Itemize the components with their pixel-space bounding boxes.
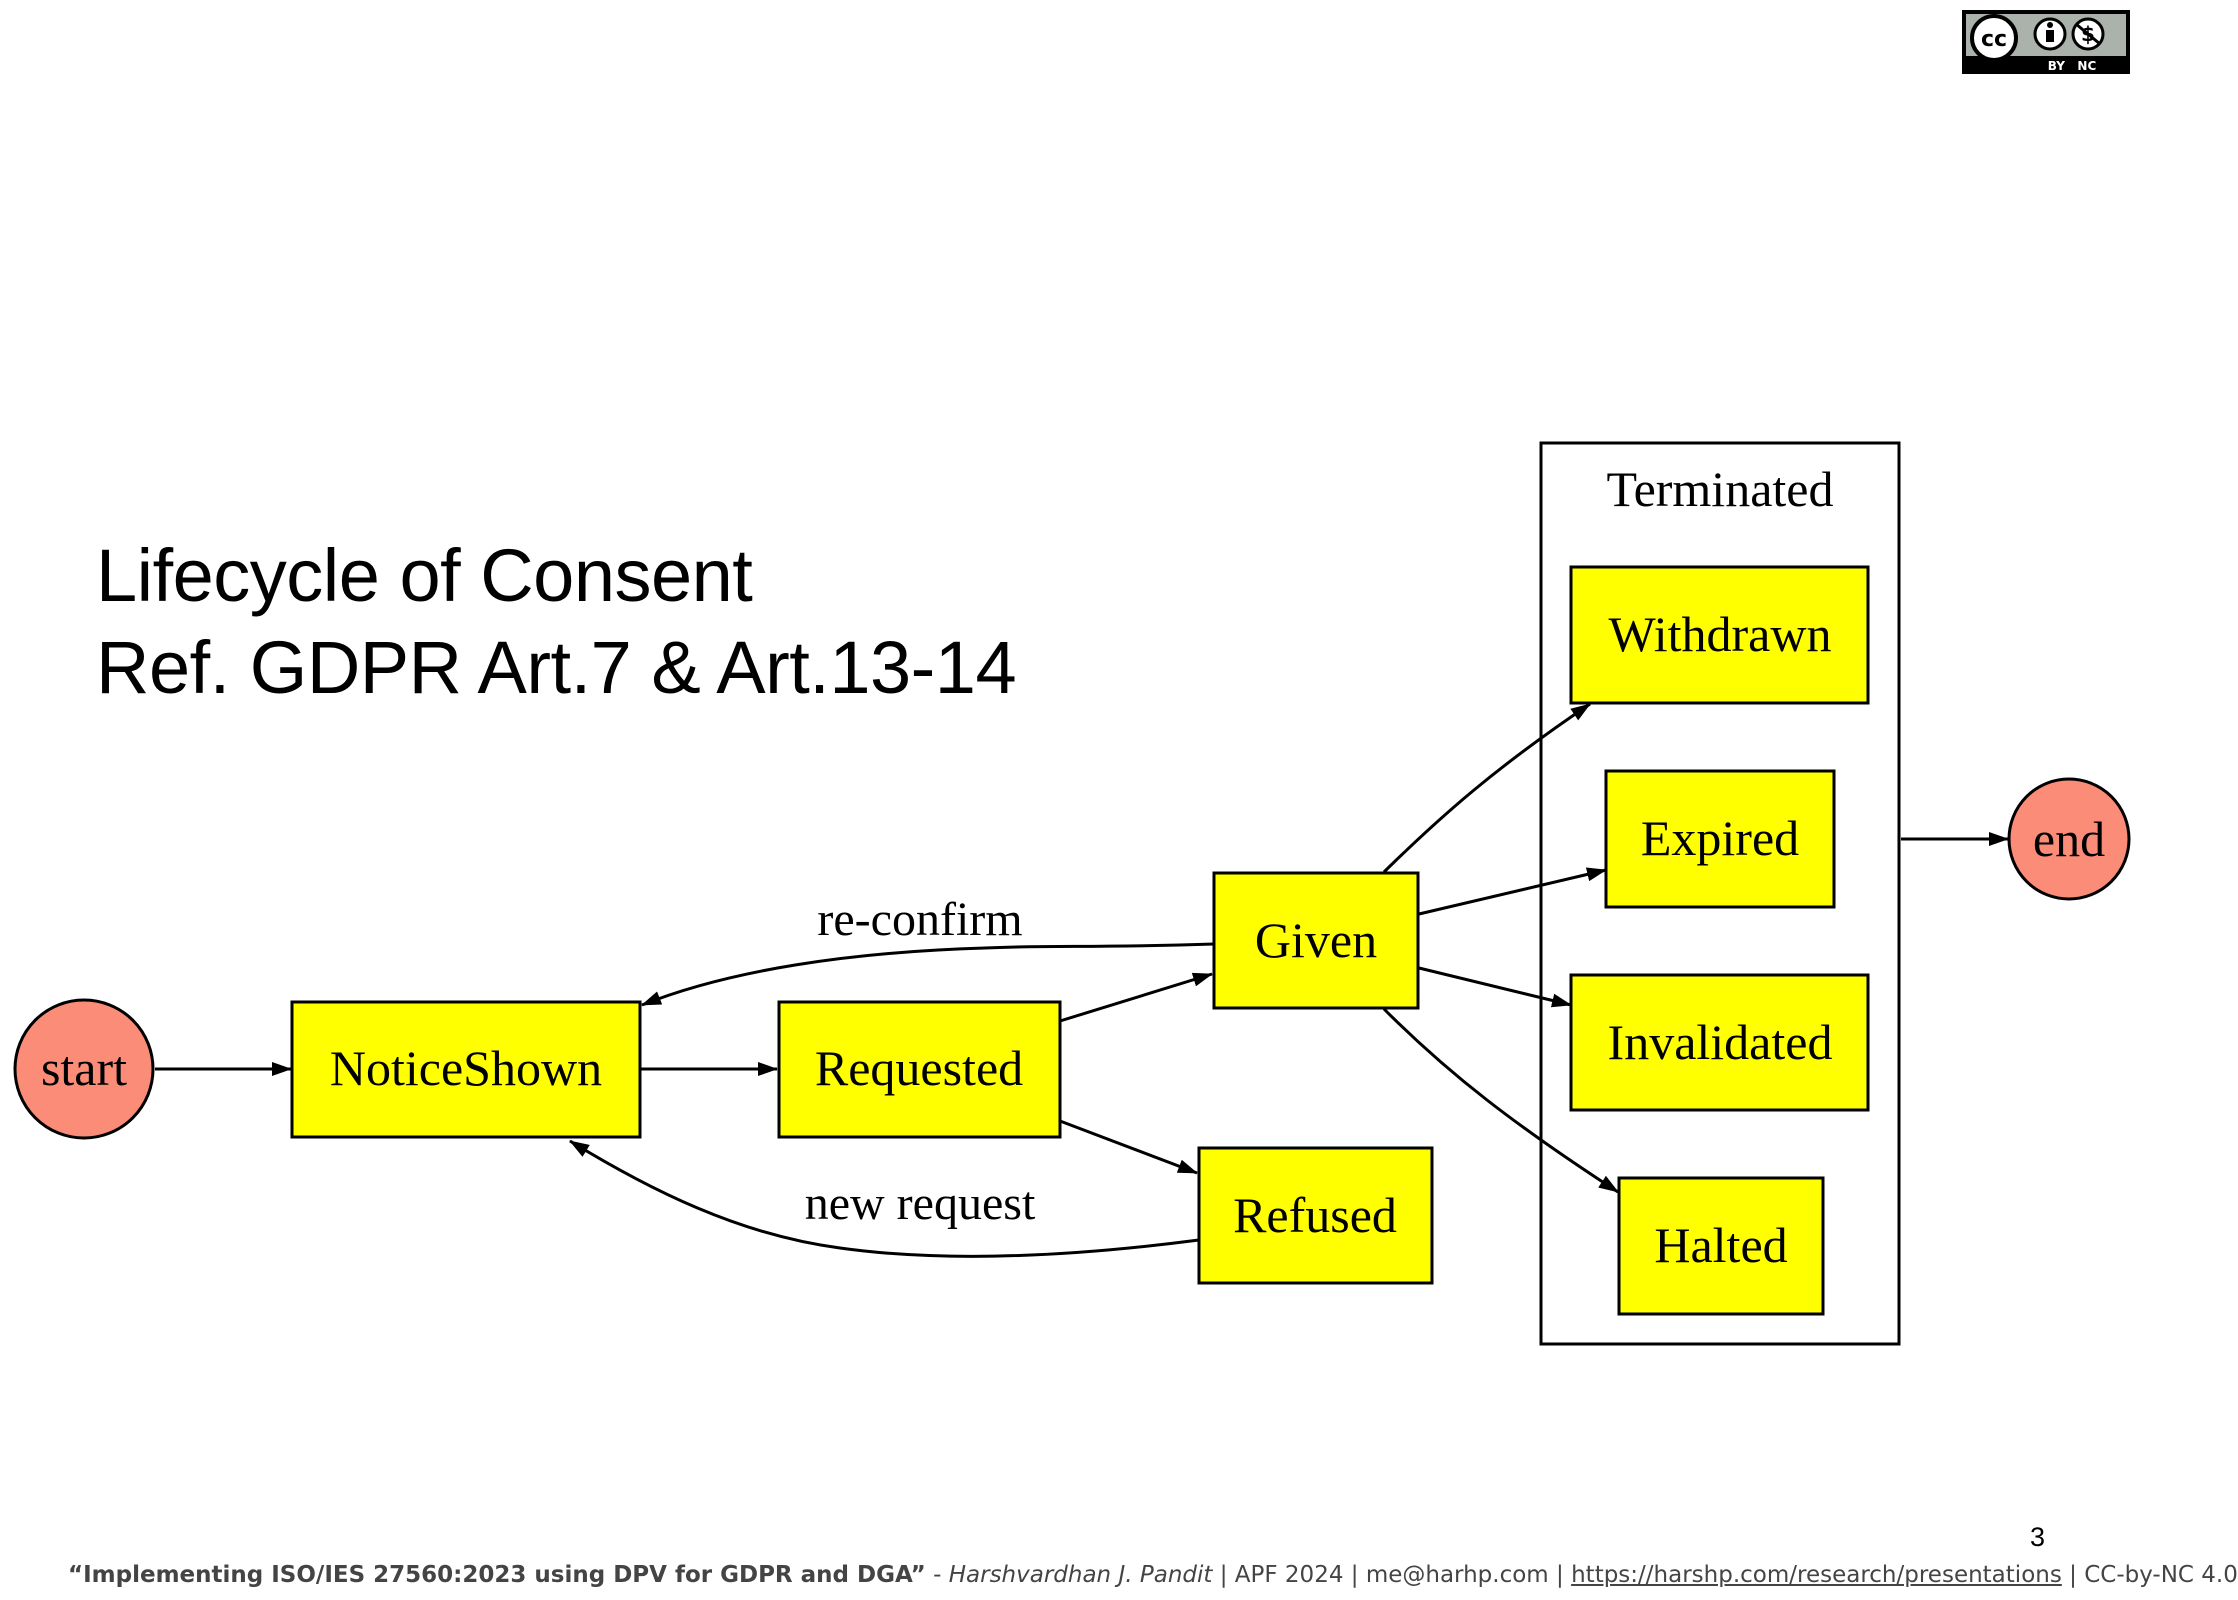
node-withdrawn: Withdrawn <box>1569 565 1870 705</box>
diagram-edges <box>155 702 2009 1258</box>
slide-title-line-2: Ref. GDPR Art.7 & Art.13-14 <box>96 626 1017 709</box>
node-invalidated-label: Invalidated <box>1608 1014 1833 1070</box>
node-end-label: end <box>2033 811 2105 867</box>
consent-lifecycle-diagram: Terminated re-confirm new request start … <box>13 441 2131 1346</box>
node-given: Given <box>1212 871 1420 1010</box>
node-expired-label: Expired <box>1641 810 1799 866</box>
node-halted: Halted <box>1617 1176 1825 1316</box>
node-withdrawn-label: Withdrawn <box>1609 606 1832 662</box>
slide-footer: “Implementing ISO/IES 27560:2023 using D… <box>68 1562 2238 1588</box>
node-requested: Requested <box>777 1000 1062 1139</box>
edge-given-reconfirm-noticeshown <box>641 942 1215 1007</box>
edge-label-reconfirm: re-confirm <box>817 893 1022 946</box>
node-noticeshown: NoticeShown <box>290 1000 642 1139</box>
edge-given-to-expired <box>1418 867 1607 916</box>
node-end: end <box>2007 777 2131 901</box>
terminated-cluster-label: Terminated <box>1607 461 1834 517</box>
terminated-cluster: Terminated <box>1539 441 1901 1346</box>
node-invalidated: Invalidated <box>1569 973 1870 1112</box>
node-requested-label: Requested <box>815 1040 1023 1096</box>
edge-given-to-halted <box>1382 1007 1619 1194</box>
node-expired: Expired <box>1604 769 1836 909</box>
svg-text:cc: cc <box>1981 27 2007 52</box>
node-given-label: Given <box>1255 912 1377 968</box>
node-start-label: start <box>41 1040 127 1096</box>
node-refused-label: Refused <box>1233 1187 1397 1243</box>
footer-presentations-link[interactable]: https://harshp.com/research/presentation… <box>1571 1562 2062 1588</box>
slide-title-line-1: Lifecycle of Consent <box>96 534 753 617</box>
footer-separator: - <box>925 1562 949 1588</box>
edge-requested-to-given <box>1059 972 1213 1023</box>
edge-label-new-request: new request <box>805 1177 1036 1230</box>
slide-title: Lifecycle of Consent Ref. GDPR Art.7 & A… <box>96 530 1017 714</box>
edge-requested-to-refused <box>1059 1119 1198 1175</box>
node-halted-label: Halted <box>1654 1217 1787 1273</box>
footer-author: Harshvardhan J. Pandit <box>948 1562 1213 1588</box>
edge-given-to-invalidated <box>1418 966 1572 1008</box>
footer-license: | CC-by-NC 4.0 <box>2061 1562 2238 1588</box>
node-start: start <box>13 998 155 1140</box>
edge-refused-newrequest-noticeshown <box>569 1139 1200 1258</box>
cc-by-nc-badge-icon: cc $ BY NC <box>1962 10 2130 74</box>
footer-event: | APF 2024 | me@harhp.com | <box>1212 1562 1572 1588</box>
footer-talk-title: “Implementing ISO/IES 27560:2023 using D… <box>68 1562 926 1588</box>
node-refused: Refused <box>1197 1146 1434 1285</box>
edge-given-to-withdrawn <box>1382 702 1591 874</box>
page-number: 3 <box>2030 1522 2046 1552</box>
cc-badge-text: BY NC <box>2048 59 2097 73</box>
node-noticeshown-label: NoticeShown <box>330 1040 602 1096</box>
